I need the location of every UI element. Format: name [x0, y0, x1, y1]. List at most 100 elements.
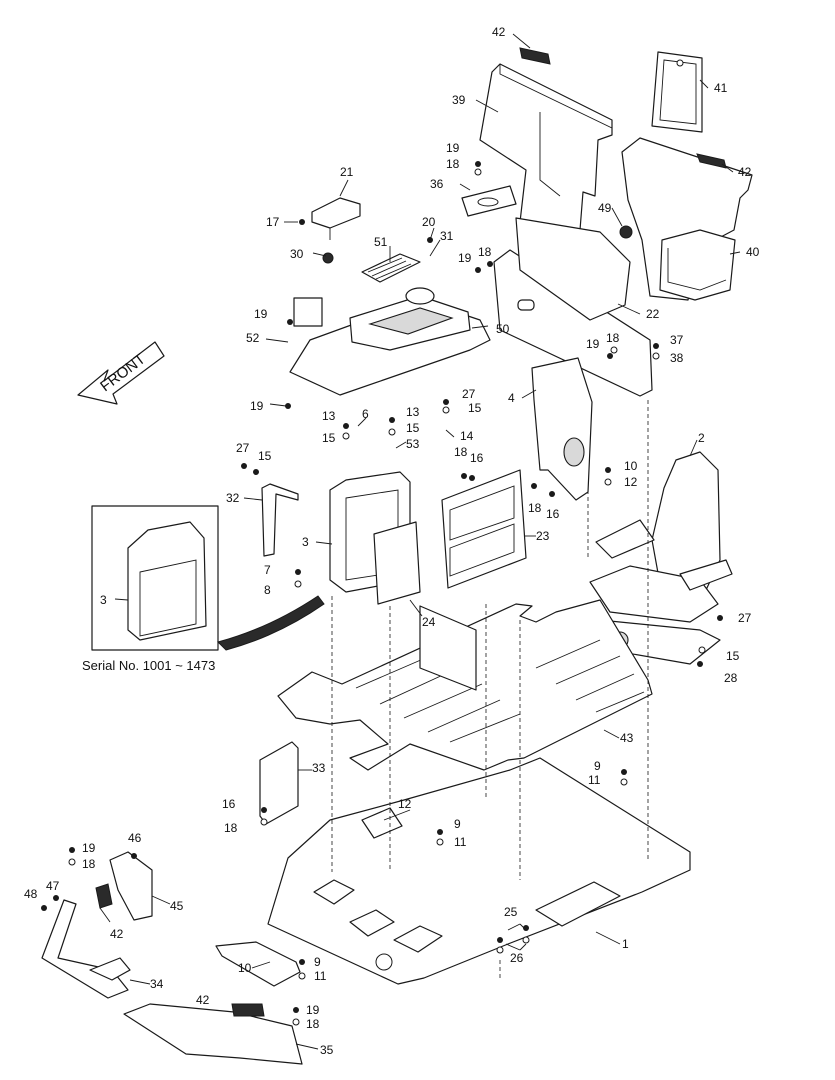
callout-15-c: 15 — [322, 431, 336, 445]
callout-15-d: 15 — [258, 449, 272, 463]
callout-40: 40 — [746, 245, 760, 259]
callout-8: 8 — [264, 583, 271, 597]
callout-19-d: 19 — [586, 337, 600, 351]
callout-26: 26 — [510, 951, 524, 965]
switch-panel-upper — [519, 47, 727, 169]
callout-12-a: 12 — [624, 475, 638, 489]
callout-34: 34 — [150, 977, 164, 991]
armrest — [311, 197, 361, 264]
side-frame-panel — [441, 469, 527, 589]
callout-42-bottom: 42 — [196, 993, 210, 1007]
callout-4: 4 — [508, 391, 515, 405]
callout-1: 1 — [622, 937, 629, 951]
callout-14: 14 — [460, 429, 474, 443]
callout-28: 28 — [724, 671, 738, 685]
callout-18-g: 18 — [82, 857, 96, 871]
callout-9-a: 9 — [594, 759, 601, 773]
callout-46: 46 — [128, 831, 142, 845]
callout-27-c: 27 — [738, 611, 752, 625]
callout-10-a: 10 — [624, 459, 638, 473]
callout-19-b: 19 — [458, 251, 472, 265]
callout-11-a: 11 — [588, 773, 601, 787]
callout-25: 25 — [504, 905, 518, 919]
callout-3-main: 3 — [302, 535, 309, 549]
callout-51: 51 — [374, 235, 388, 249]
switch-panel-lower — [95, 883, 265, 1017]
side-step-35 — [123, 1003, 303, 1065]
support-bracket — [531, 357, 593, 501]
callout-18-e: 18 — [528, 501, 542, 515]
callout-6: 6 — [362, 407, 369, 421]
side-step-34 — [41, 899, 131, 999]
callout-17: 17 — [266, 215, 280, 229]
callout-19-c: 19 — [254, 307, 268, 321]
callout-20: 20 — [422, 215, 436, 229]
cover-45 — [109, 851, 153, 921]
floor-mat — [277, 599, 653, 771]
callout-9-c: 9 — [314, 955, 321, 969]
callout-30: 30 — [290, 247, 304, 261]
assembly-guide-lines — [331, 400, 649, 978]
callout-47: 47 — [46, 879, 60, 893]
callout-2: 2 — [698, 431, 705, 445]
inset-caption: Serial No. 1001 ~ 1473 — [82, 658, 215, 673]
callout-18-d: 18 — [454, 445, 468, 459]
callout-50: 50 — [496, 322, 510, 336]
console-side-panel — [373, 521, 421, 605]
callout-48: 48 — [24, 887, 38, 901]
mount-bracket-32 — [261, 483, 299, 557]
callout-18-c: 18 — [606, 331, 620, 345]
callout-23: 23 — [536, 529, 550, 543]
callout-33: 33 — [312, 761, 326, 775]
callout-41: 41 — [714, 81, 728, 95]
callout-13-b: 13 — [406, 405, 420, 419]
side-bracket-33 — [259, 741, 299, 825]
access-lid — [651, 51, 703, 133]
callout-32: 32 — [226, 491, 240, 505]
callout-16-c: 16 — [222, 797, 236, 811]
callout-35: 35 — [320, 1043, 334, 1057]
callout-18-f: 18 — [224, 821, 238, 835]
callout-19-e: 19 — [250, 399, 264, 413]
callout-15-e: 15 — [726, 649, 740, 663]
callout-49: 49 — [598, 201, 612, 215]
bracket-plate — [461, 185, 517, 217]
rear-cover-panel — [479, 63, 613, 251]
callout-36: 36 — [430, 177, 444, 191]
callout-45: 45 — [170, 899, 184, 913]
callout-15-a: 15 — [406, 421, 420, 435]
callout-42-right: 42 — [738, 165, 752, 179]
callout-leaders — [99, 33, 741, 1050]
callout-37: 37 — [670, 333, 684, 347]
side-cover-panel — [621, 137, 753, 301]
callout-16-b: 16 — [546, 507, 560, 521]
callout-16-a: 16 — [470, 451, 484, 465]
callout-42-top: 42 — [492, 25, 506, 39]
callout-31: 31 — [440, 229, 454, 243]
callout-3-inset: 3 — [100, 593, 107, 607]
callout-21: 21 — [340, 165, 354, 179]
callout-10-b: 10 — [238, 961, 252, 975]
serial-number-inset — [91, 505, 325, 651]
callout-7: 7 — [264, 563, 271, 577]
callout-18-a: 18 — [446, 157, 460, 171]
side-bracket-10 — [215, 941, 301, 987]
callout-27-a: 27 — [462, 387, 476, 401]
callout-24: 24 — [422, 615, 436, 629]
callout-19-g: 19 — [306, 1003, 320, 1017]
callout-11-b: 11 — [454, 835, 467, 849]
callout-11-c: 11 — [314, 969, 327, 983]
callout-9-b: 9 — [454, 817, 461, 831]
callout-52: 52 — [246, 331, 260, 345]
grille-plate — [361, 253, 421, 283]
callout-13-a: 13 — [322, 409, 336, 423]
fasteners — [41, 161, 723, 1026]
callout-labels: 42 39 41 42 40 22 19 18 36 49 21 17 30 2… — [24, 25, 760, 1057]
console-top-cover — [289, 287, 491, 396]
callout-18-h: 18 — [306, 1017, 320, 1031]
front-direction-arrow: FRONT — [77, 341, 165, 405]
callout-39: 39 — [452, 93, 466, 107]
callout-18-b: 18 — [478, 245, 492, 259]
